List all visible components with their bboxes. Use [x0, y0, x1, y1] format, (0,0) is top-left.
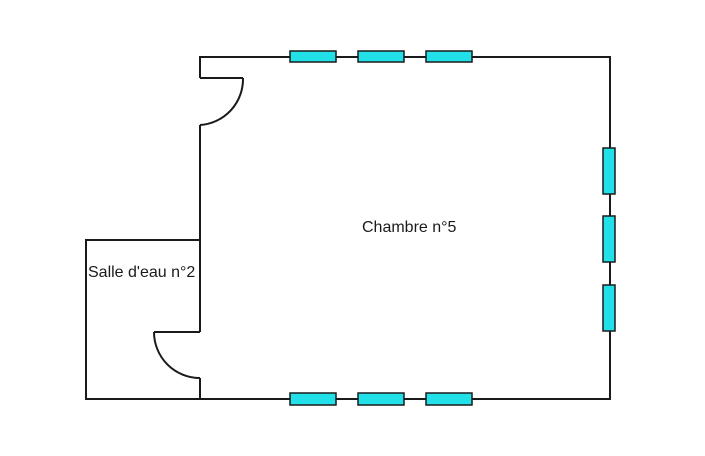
window-icon: [425, 392, 473, 406]
window-icon: [602, 215, 616, 263]
window-icon: [357, 392, 405, 406]
upper-door-swing-icon: [199, 77, 245, 126]
window-icon: [602, 284, 616, 332]
window-icon: [602, 147, 616, 195]
window-icon: [289, 392, 337, 406]
window-icon: [357, 50, 405, 63]
bathroom-label: Salle d'eau n°2: [88, 264, 196, 281]
window-icon: [289, 50, 337, 63]
bathroom-wall: [85, 239, 200, 400]
bedroom-label: Chambre n°5: [362, 219, 457, 236]
window-icon: [425, 50, 473, 63]
lower-door-swing-icon: [153, 331, 201, 379]
